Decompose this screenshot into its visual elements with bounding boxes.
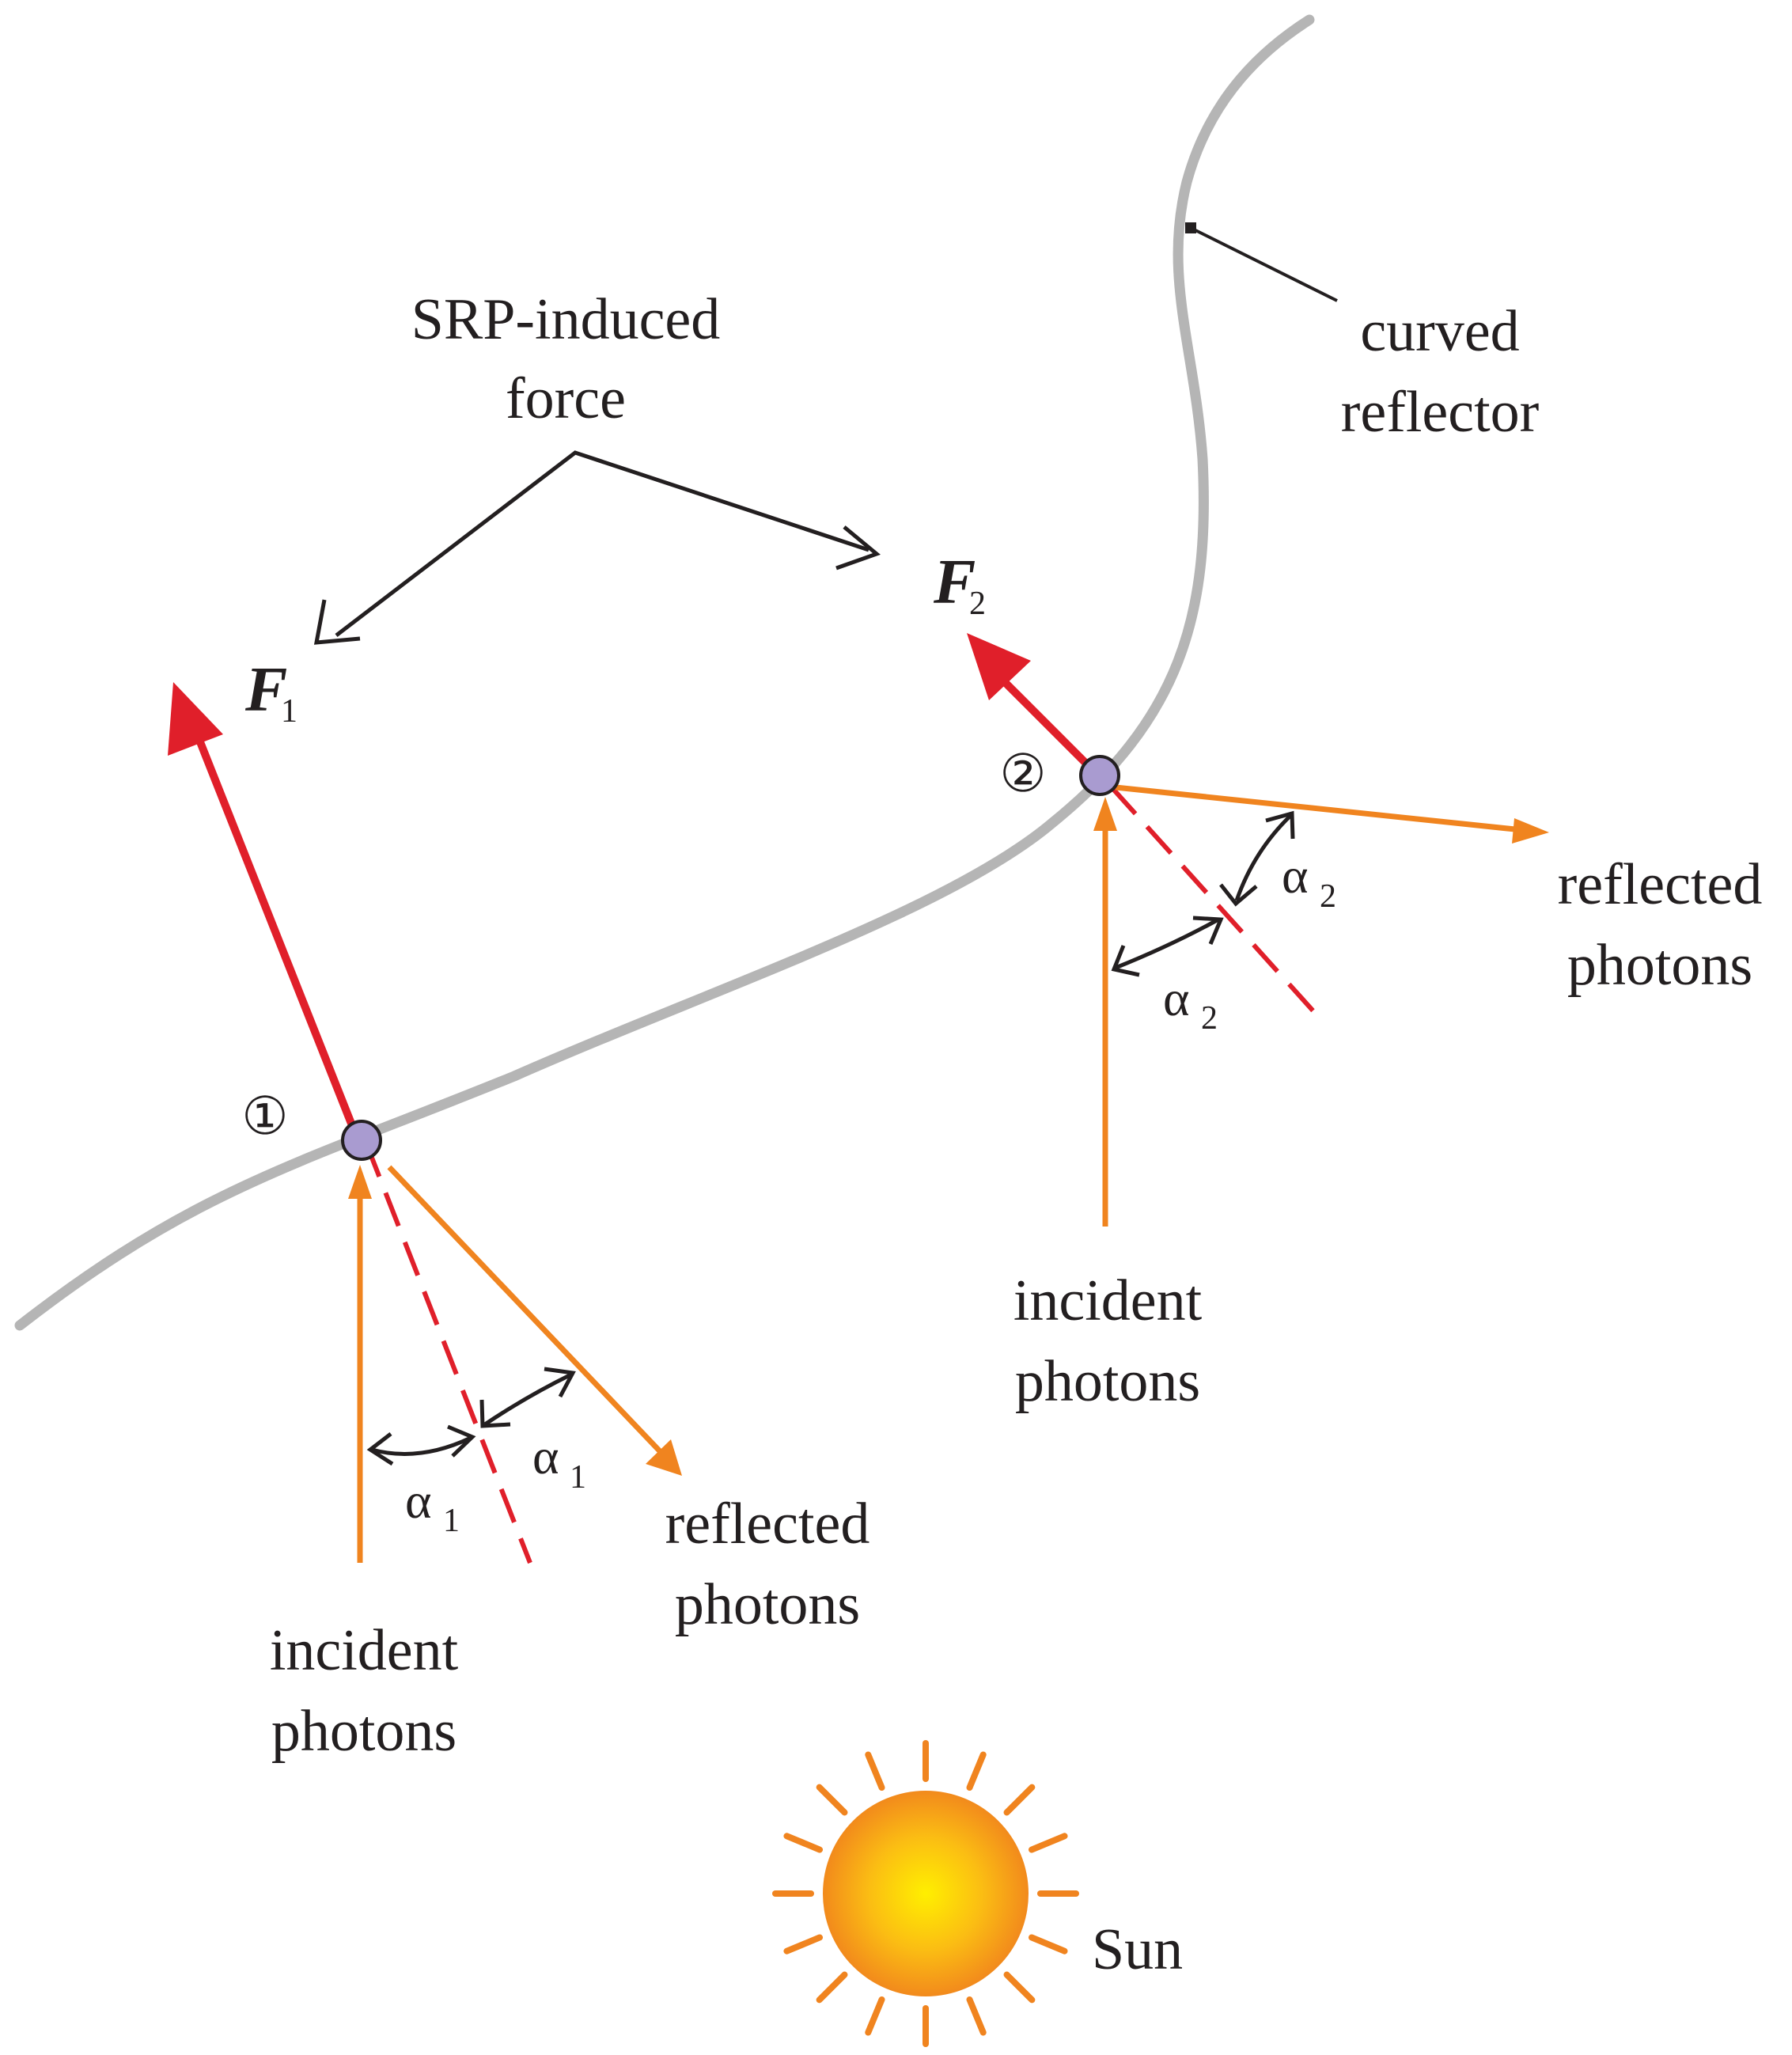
sun-ray: [1028, 1833, 1068, 1853]
point-1-marker: [341, 1120, 382, 1161]
srp-force-label: SRP-induced force: [411, 287, 721, 431]
sun-ray: [865, 1751, 885, 1791]
alpha-2-right-subscript: 2: [1320, 878, 1336, 915]
alpha-2-lower-symbol: α: [1163, 970, 1190, 1026]
reflected-1-arrowhead: [646, 1439, 682, 1476]
force-2-label: F 2: [933, 548, 986, 622]
alpha-1-upper-label: α 1: [532, 1428, 586, 1496]
reflected-photons-1-line1: reflected: [665, 1492, 870, 1556]
incident-photons-1-line2: photons: [271, 1699, 457, 1764]
force-1-arrowhead: [168, 682, 223, 756]
sun-ray: [865, 1996, 885, 2036]
sun-ray: [1003, 1784, 1036, 1816]
point-2-marker: [1079, 755, 1120, 796]
alpha-1-upper-symbol: α: [532, 1428, 559, 1484]
reflector-leader: [1185, 222, 1338, 302]
incident-photons-2-line2: photons: [1015, 1349, 1200, 1414]
sun-ray: [966, 1996, 987, 2036]
sun-ray: [816, 1784, 848, 1816]
reflected-photons-2-line2: photons: [1567, 933, 1752, 998]
force-1-symbol: F: [244, 655, 287, 725]
point-1-group: [168, 682, 682, 1564]
force-1-label: F 1: [244, 655, 297, 730]
alpha-1-upper-subscript: 1: [570, 1459, 586, 1496]
incident-photons-2-label: incident photons: [1013, 1268, 1203, 1414]
srp-force-label-line2: force: [506, 366, 626, 431]
reflected-photons-2-label: reflected photons: [1558, 852, 1763, 998]
alpha-1-lower-symbol: α: [405, 1473, 432, 1529]
reflected-1-shaft: [387, 1165, 663, 1454]
sun-ray: [1003, 1971, 1036, 2004]
incident-1-arrowhead: [348, 1165, 372, 1199]
reflected-photons-1-line2: photons: [675, 1572, 860, 1637]
reflected-photons-2-line1: reflected: [1558, 852, 1763, 917]
force-2-shaft: [1002, 679, 1091, 768]
sun-ray: [966, 1751, 987, 1791]
sun-icon: [772, 1740, 1079, 2047]
sun-ray: [783, 1833, 824, 1853]
point-2-label: ②: [999, 743, 1046, 804]
srp-force-pointers: [313, 450, 881, 645]
curved-reflector-label-line1: curved: [1360, 299, 1519, 364]
reflected-2-arrowhead: [1512, 818, 1549, 844]
sun-ray: [783, 1934, 824, 1955]
normal-1-dashed: [364, 1142, 532, 1564]
curved-reflector-label: curved reflector: [1341, 299, 1540, 445]
point-2-group: [967, 633, 1549, 1227]
sun-label: Sun: [1092, 1917, 1183, 1982]
incident-photons-2-line1: incident: [1013, 1268, 1203, 1333]
force-2-arrowhead: [967, 633, 1031, 700]
alpha-2-lower-label: α 2: [1163, 970, 1218, 1037]
force-1-shaft: [192, 730, 360, 1137]
alpha-2-lower-subscript: 2: [1201, 1000, 1218, 1037]
force-1-subscript: 1: [281, 693, 297, 730]
alpha-2-right-label: α 2: [1282, 847, 1336, 915]
alpha-2-right-symbol: α: [1282, 847, 1309, 904]
reflected-photons-1-label: reflected photons: [665, 1492, 870, 1637]
incident-2-arrowhead: [1093, 797, 1117, 831]
curved-reflector-line: [14, 14, 1315, 1331]
sun-ray: [1028, 1934, 1068, 1955]
alpha-2-arcs: [1111, 810, 1295, 977]
srp-force-label-line1: SRP-induced: [411, 287, 721, 352]
force-2-subscript: 2: [969, 586, 986, 622]
point-1-label: ①: [241, 1086, 288, 1147]
sun-ray: [816, 1971, 848, 2004]
alpha-1-arcs: [366, 1367, 576, 1466]
incident-photons-1-label: incident photons: [270, 1618, 459, 1764]
curved-reflector-label-line2: reflector: [1341, 380, 1540, 445]
alpha-1-lower-label: α 1: [405, 1473, 460, 1539]
alpha-1-lower-subscript: 1: [443, 1503, 460, 1539]
incident-photons-1-line1: incident: [270, 1618, 459, 1683]
reflected-2-shaft: [1115, 784, 1516, 832]
force-2-symbol: F: [933, 548, 976, 617]
